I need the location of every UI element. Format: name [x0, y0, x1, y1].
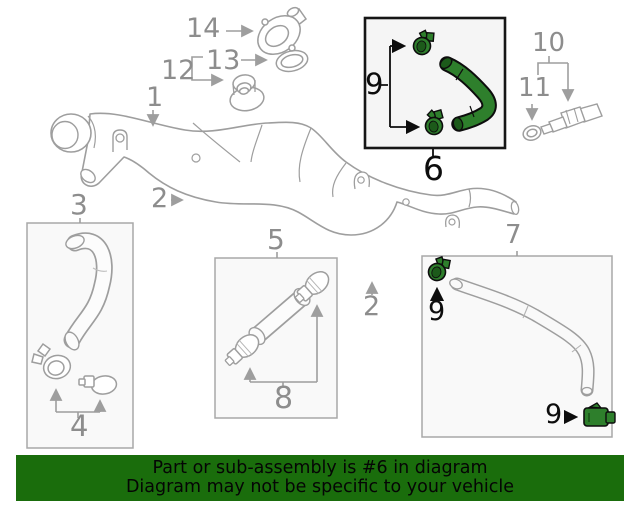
radiator-hose-part3: [63, 232, 113, 351]
highlighted-callout-leader-lines: [381, 38, 579, 425]
hose-clamp-part4-right: [78, 375, 118, 395]
callout-5: 5: [267, 223, 285, 256]
banner-line-2: Diagram may not be specific to your vehi…: [125, 477, 515, 497]
temperature-sensor-part10: [540, 103, 603, 135]
callout-11: 11: [518, 73, 552, 103]
callout-leader-lines: [49, 24, 575, 418]
callout-12: 12: [161, 55, 196, 86]
callout-2-left: 2: [151, 183, 169, 214]
water-outlet-fitting-part14: [257, 6, 308, 56]
callout-14: 14: [186, 13, 221, 44]
callout-13: 13: [206, 45, 241, 76]
callout-8: 8: [274, 381, 294, 416]
overflow-hose-part7: [449, 277, 595, 397]
highlighted-connector-part9-box7: [583, 402, 616, 427]
callout-9-box6: 9: [365, 67, 384, 101]
thermostat-part12: [229, 74, 265, 112]
callout-7: 7: [505, 220, 522, 250]
callout-2-middle: 2: [363, 291, 381, 322]
callout-3: 3: [70, 188, 88, 221]
callout-1: 1: [146, 82, 164, 113]
hose-clamp-part4-left: [31, 342, 72, 380]
highlighted-hose-part6: [439, 56, 497, 132]
callout-4: 4: [70, 409, 89, 443]
gasket-part13: [275, 49, 309, 73]
callout-6-highlighted: 6: [423, 149, 444, 188]
water-crossover-pipe-part1: [50, 112, 520, 236]
callout-9-box7-bottom: 9: [545, 399, 563, 430]
sensor-o-ring-part11: [522, 125, 542, 141]
banner-line-1: Part or sub-assembly is #6 in diagram: [152, 458, 488, 478]
vehicle-note-banner: Part or sub-assembly is #6 in diagram Di…: [16, 455, 624, 501]
callout-10: 10: [532, 28, 566, 58]
callout-9-box7-top: 9: [428, 296, 446, 327]
